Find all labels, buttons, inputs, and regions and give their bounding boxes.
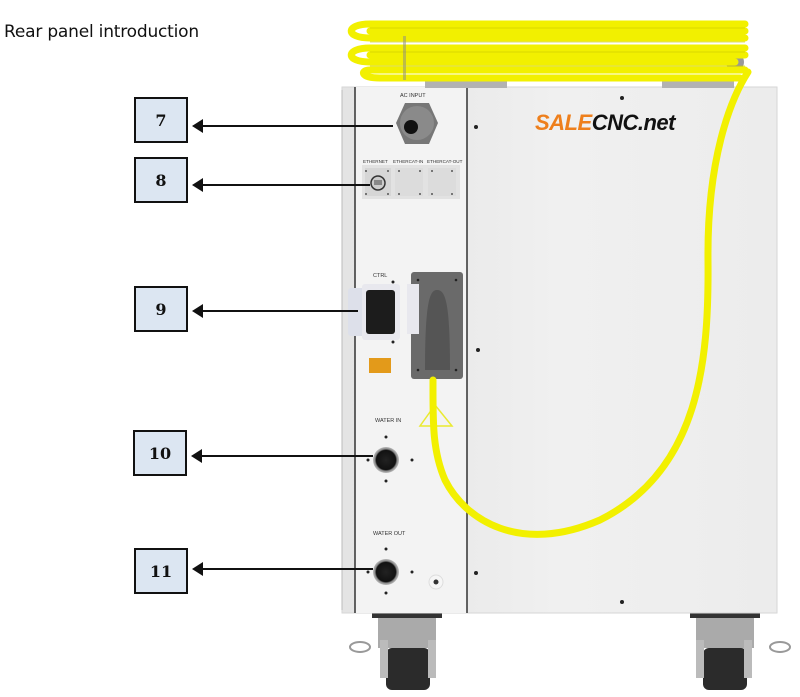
callout-11: 11: [134, 548, 188, 594]
ctrl-connector: [348, 280, 400, 344]
arrow-11: [192, 562, 373, 576]
arrow-10: [191, 449, 373, 463]
callout-9: 9: [134, 286, 188, 332]
ethercat-in-label: ETHERCAT-IN: [393, 159, 424, 164]
water-in-port: [366, 435, 414, 483]
ethernet-port: [365, 168, 391, 196]
ethercat-in-cover: [395, 168, 423, 196]
fiber-outlet: [407, 272, 463, 379]
callout-10: 10: [133, 430, 187, 476]
arrow-8: [192, 178, 370, 192]
callout-7: 7: [134, 97, 188, 143]
page-title: Rear panel introduction: [4, 22, 199, 42]
arrow-7: [192, 119, 393, 133]
arrow-9: [192, 304, 358, 318]
caster-left: [349, 613, 442, 690]
salecnc-logo: SALECNC.net: [535, 110, 675, 136]
fiber-cable: [429, 68, 752, 538]
logo-part1: SALE: [535, 110, 592, 135]
logo-part2: CNC.net: [591, 110, 676, 135]
water-in-label: WATER IN: [375, 418, 402, 424]
ctrl-label: CTRL: [373, 273, 388, 279]
ethercat-out-label: ETHERCAT-OUT: [427, 159, 463, 164]
callout-8: 8: [134, 157, 188, 203]
ac-input-port: [396, 103, 438, 144]
fiber-coil: [347, 20, 749, 82]
water-out-label: WATER OUT: [373, 531, 406, 537]
caster-right: [690, 613, 791, 690]
ethernet-label: ETHERNET: [363, 159, 388, 164]
ac-input-label: AC INPUT: [400, 93, 426, 99]
water-out-port: [366, 547, 414, 595]
ethercat-out-cover: [428, 168, 456, 196]
